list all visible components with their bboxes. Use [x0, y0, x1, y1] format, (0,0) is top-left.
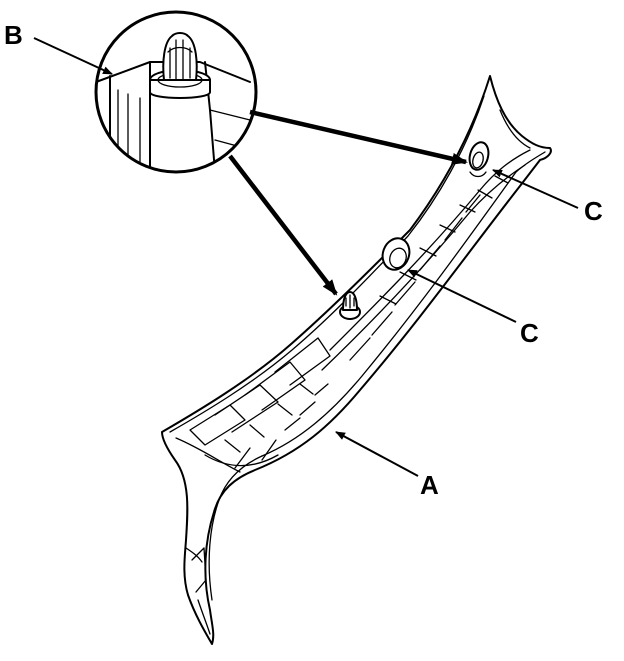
magnified-clip-callout	[94, 10, 258, 174]
label-b: B	[4, 20, 23, 50]
upper-clip-hole	[468, 141, 490, 178]
label-c-lower: C	[520, 318, 539, 348]
callout-pointers	[228, 109, 468, 296]
lower-clip	[339, 291, 361, 320]
label-c-upper: C	[584, 196, 603, 226]
middle-clip-hole	[381, 237, 411, 271]
label-leaders	[33, 37, 579, 477]
label-a: A	[420, 470, 439, 500]
pillar-trim-panel	[161, 75, 552, 645]
